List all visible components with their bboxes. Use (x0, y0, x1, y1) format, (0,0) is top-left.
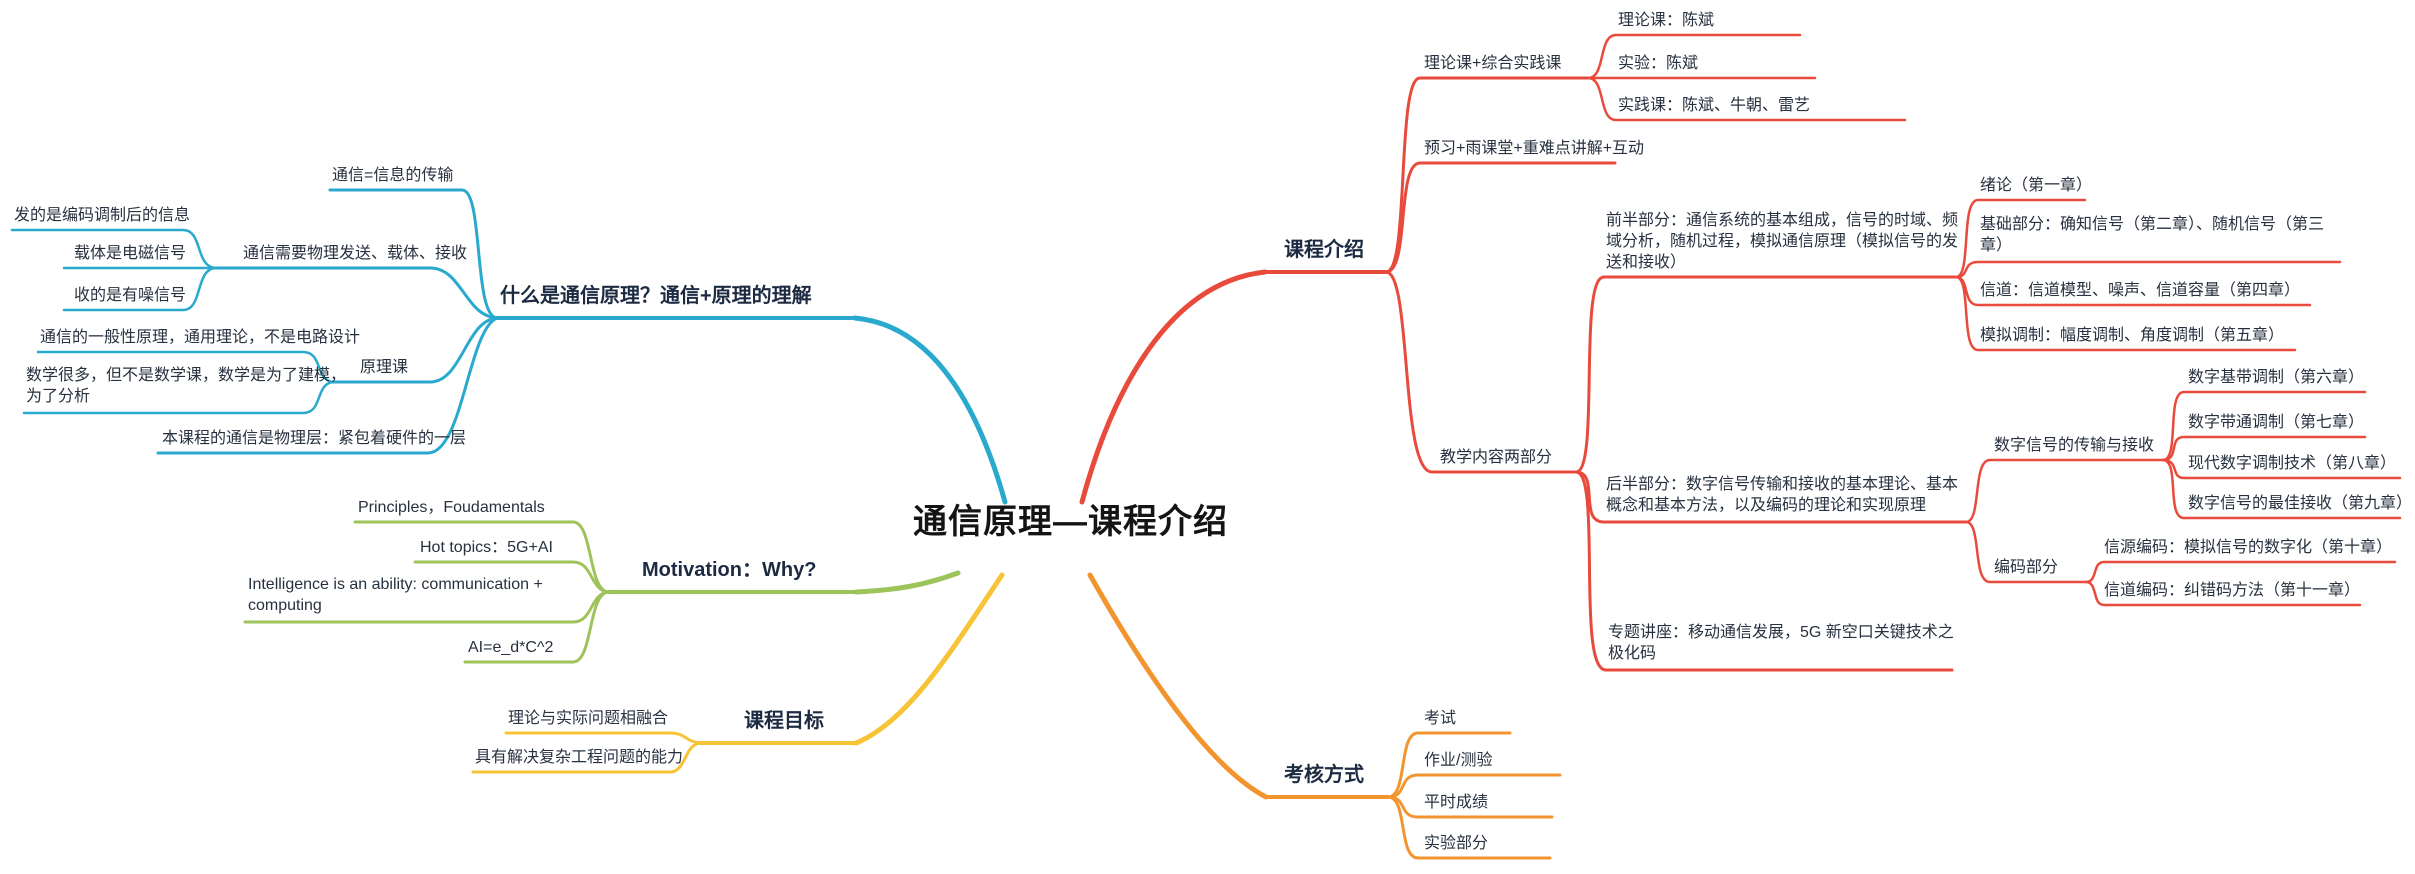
node-digital-transmission[interactable]: 数字信号的传输与接收 (1994, 437, 2155, 454)
node-ai-formula[interactable]: AI=e_d*C^2 (468, 639, 554, 656)
orange-branch-lines (1087, 572, 1562, 860)
node-chapter-9[interactable]: 数字信号的最佳接收（第九章） (2188, 495, 2413, 512)
node-exam[interactable]: 考试 (1424, 710, 1457, 727)
node-second-half[interactable]: 后半部分：数字信号传输和接收的基本理论、基本概念和基本方法，以及编码的理论和实现… (1606, 476, 1959, 514)
node-chapter-11[interactable]: 信道编码：纠错码方法（第十一章） (2104, 582, 2361, 599)
node-course-intro[interactable]: 课程介绍 (1284, 239, 1364, 261)
node-principles-foudamentals[interactable]: Principles，Foudamentals (358, 499, 545, 516)
node-practice-teachers[interactable]: 实践课：陈斌、牛朝、雷艺 (1618, 97, 1811, 114)
node-teaching-method[interactable]: 预习+雨课堂+重难点讲解+互动 (1424, 140, 1645, 157)
node-complex-problem-ability[interactable]: 具有解决复杂工程问题的能力 (475, 749, 684, 766)
node-daily-score[interactable]: 平时成绩 (1424, 794, 1489, 811)
node-special-lecture[interactable]: 专题讲座：移动通信发展，5G 新空口关键技术之极化码 (1608, 624, 1954, 662)
node-send-encoded-info[interactable]: 发的是编码调制后的信息 (14, 207, 191, 224)
node-coding-part[interactable]: 编码部分 (1994, 559, 2059, 576)
node-theory-practice-fusion[interactable]: 理论与实际问题相融合 (508, 710, 669, 727)
node-chapter-4[interactable]: 信道：信道模型、噪声、信道容量（第四章） (1980, 282, 2301, 299)
node-theory-teacher[interactable]: 理论课：陈斌 (1618, 12, 1715, 29)
node-experiment-part[interactable]: 实验部分 (1424, 835, 1489, 852)
node-general-theory[interactable]: 通信的一般性原理，通用理论，不是电路设计 (40, 329, 361, 346)
node-physical-layer[interactable]: 本课程的通信是物理层：紧包着硬件的一层 (162, 430, 467, 447)
node-homework-quiz[interactable]: 作业/测验 (1424, 752, 1493, 769)
node-chapter-7[interactable]: 数字带通调制（第七章） (2188, 414, 2365, 431)
green-branch-lines (243, 520, 961, 664)
node-experiment-teacher[interactable]: 实验：陈斌 (1618, 55, 1699, 72)
yellow-branch-lines (471, 572, 1005, 774)
node-chapter-5[interactable]: 模拟调制：幅度调制、角度调制（第五章） (1980, 327, 2285, 344)
node-motivation[interactable]: Motivation：Why? (642, 559, 817, 581)
blue-branch-lines (10, 188, 1008, 505)
node-physical-send-carrier-receive[interactable]: 通信需要物理发送、载体、接收 (243, 245, 468, 262)
node-hot-topics[interactable]: Hot topics：5G+AI (420, 539, 553, 556)
node-chapter-6[interactable]: 数字基带调制（第六章） (2188, 369, 2365, 386)
node-course-goal[interactable]: 课程目标 (744, 710, 824, 732)
node-intelligence-ability[interactable]: Intelligence is an ability: communicatio… (248, 576, 543, 614)
central-topic[interactable]: 通信原理—课程介绍 (913, 503, 1228, 541)
node-what-is-comm-principle[interactable]: 什么是通信原理？通信+原理的理解 (500, 285, 812, 307)
node-first-half[interactable]: 前半部分：通信系统的基本组成，信号的时域、频域分析，随机过程，模拟通信原理（模拟… (1606, 212, 1959, 271)
node-principle-course[interactable]: 原理课 (360, 359, 409, 376)
node-course-type[interactable]: 理论课+综合实践课 (1424, 55, 1562, 72)
node-chapter-2-3[interactable]: 基础部分：确知信号（第二章）、随机信号（第三章） (1980, 216, 2325, 254)
node-chapter-10[interactable]: 信源编码：模拟信号的数字化（第十章） (2104, 539, 2393, 556)
node-chapter-1[interactable]: 绪论（第一章） (1980, 177, 2093, 194)
node-comm-definition[interactable]: 通信=信息的传输 (332, 167, 454, 184)
red-branch-lines (1079, 33, 2402, 672)
node-receive-noisy-signal[interactable]: 收的是有噪信号 (74, 287, 187, 304)
node-assessment[interactable]: 考核方式 (1284, 764, 1364, 786)
node-content-two-parts[interactable]: 教学内容两部分 (1440, 449, 1553, 466)
node-math-for-modeling[interactable]: 数学很多，但不是数学课，数学是为了建模，为了分析 (26, 367, 347, 405)
node-carrier-em-signal[interactable]: 载体是电磁信号 (74, 245, 187, 262)
node-chapter-8[interactable]: 现代数字调制技术（第八章） (2188, 455, 2397, 472)
